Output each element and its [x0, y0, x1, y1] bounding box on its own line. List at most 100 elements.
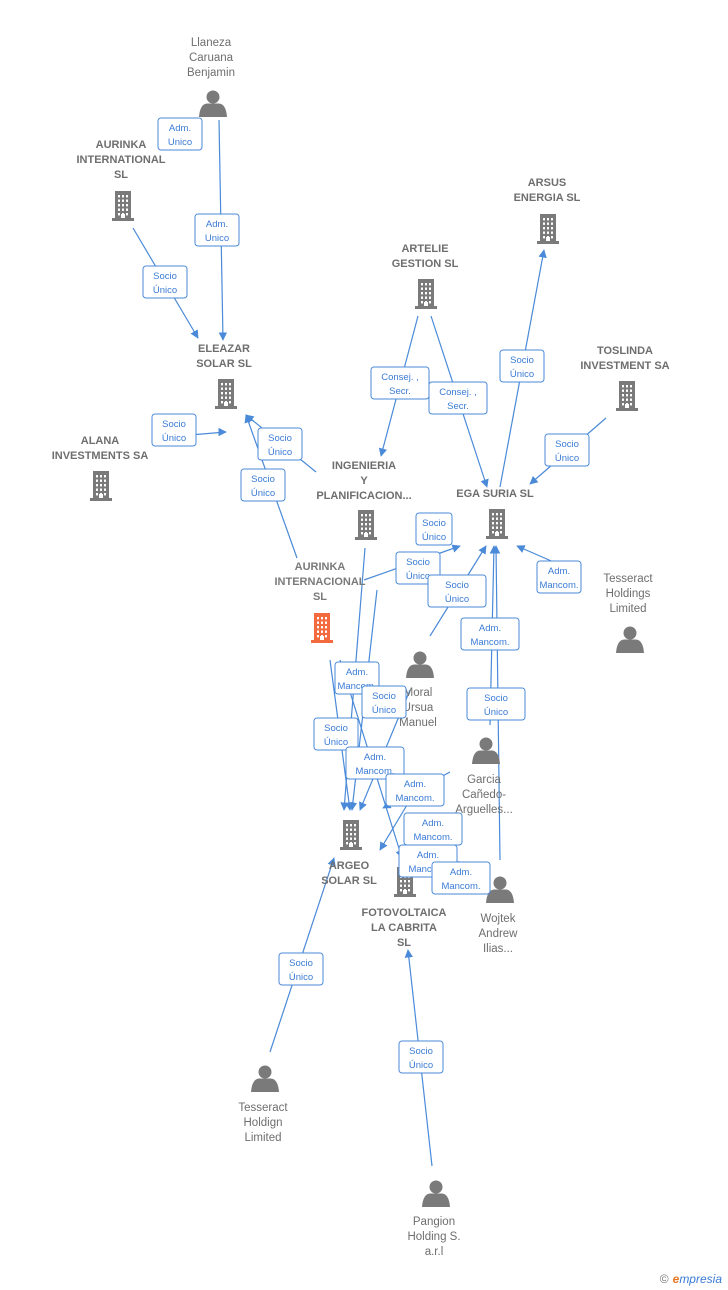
- building-icon: [486, 509, 508, 539]
- edge-label: Consej. ,Secr.: [370, 366, 430, 400]
- node-label: ALANA: [81, 435, 120, 447]
- edge-label-text: Socio: [406, 557, 430, 568]
- brand-logo-initial: e: [672, 1272, 680, 1286]
- node-wojtek[interactable]: WojtekAndrewIlias...: [479, 876, 519, 956]
- edge-label-text: Consej. ,: [439, 387, 477, 398]
- node-garcia[interactable]: GarciaCañedo-Arguelles...: [455, 737, 513, 817]
- edge-label-text: Secr.: [389, 386, 411, 397]
- edge-label-text: Adm.: [169, 123, 191, 134]
- edge-label-text: Único: [162, 433, 186, 444]
- node-label: INTERNACIONAL: [274, 576, 365, 588]
- edge-label-text: Socio: [289, 958, 313, 969]
- edge-label: Adm.Mancom.: [460, 617, 520, 651]
- edge-label-text: Único: [409, 1060, 433, 1071]
- node-label: INTERNATIONAL: [76, 154, 165, 166]
- edge-label: Adm. Mancom.: [536, 560, 582, 594]
- edge-label-text: Único: [268, 447, 292, 458]
- edge-label-text: Unico: [205, 233, 229, 244]
- node-label: Holdign: [244, 1117, 283, 1129]
- edge-label-text: Único: [289, 972, 313, 983]
- person-icon: [251, 1065, 279, 1092]
- edge-label-text: Único: [555, 453, 579, 464]
- building-icon: [415, 279, 437, 309]
- edge-label-text: Socio: [445, 580, 469, 591]
- node-label: Y: [360, 475, 368, 487]
- node-ingenieria[interactable]: INGENIERIAYPLANIFICACION...: [316, 460, 412, 540]
- node-label: Holding S.: [407, 1231, 460, 1243]
- node-ega[interactable]: EGA SURIA SL: [456, 488, 534, 539]
- building-icon: [340, 820, 362, 850]
- brand-logo-text: mpresia: [679, 1272, 722, 1286]
- node-label: LA CABRITA: [371, 922, 437, 934]
- node-label: Arguelles...: [455, 804, 513, 816]
- node-label: Wojtek: [481, 913, 516, 925]
- edge-label-text: Mancom.: [441, 881, 480, 892]
- node-label: Andrew: [479, 928, 519, 940]
- edge-label-text: Adm.: [548, 566, 570, 577]
- node-label: FOTOVOLTAICA: [362, 907, 447, 919]
- building-icon: [311, 613, 333, 643]
- edge-label: Consej. , Secr.: [428, 381, 488, 415]
- edge-label-text: Único: [153, 285, 177, 296]
- edge-label-text: Socio: [251, 474, 275, 485]
- node-label: Caruana: [189, 52, 234, 64]
- building-icon: [112, 191, 134, 221]
- edge-label-text: Mancom.: [355, 766, 394, 777]
- node-label: Garcia: [467, 774, 501, 786]
- edge-label-text: Socio: [324, 723, 348, 734]
- edge-label-text: Adm.: [450, 867, 472, 878]
- node-label: Limited: [609, 603, 646, 615]
- person-icon: [406, 651, 434, 678]
- edge-label-text: Único: [372, 705, 396, 716]
- building-icon: [355, 510, 377, 540]
- node-label: ARSUS: [528, 177, 567, 189]
- node-label: Holdings: [606, 588, 651, 600]
- edge-label-text: Único: [406, 571, 430, 582]
- edge-label-text: Secr.: [447, 401, 469, 412]
- building-icon: [90, 471, 112, 501]
- edge-label-text: Único: [510, 369, 534, 380]
- building-icon: [537, 214, 559, 244]
- node-label: SL: [313, 591, 327, 603]
- edge-label-text: Socio: [555, 439, 579, 450]
- node-label: INGENIERIA: [332, 460, 396, 472]
- node-label: EGA SURIA SL: [456, 488, 534, 500]
- relationship-edge: [379, 799, 411, 851]
- edge-label-text: Mancom.: [470, 637, 509, 648]
- edge-label-text: Adm.: [422, 818, 444, 829]
- node-label: TOSLINDA: [597, 345, 653, 357]
- copyright-notice: ©empresia: [660, 1272, 722, 1286]
- node-label: Tesseract: [238, 1102, 288, 1114]
- edge-label: Adm.Unico: [194, 213, 240, 247]
- node-label: ARTELIE: [401, 243, 448, 255]
- edge-label-text: Socio: [268, 433, 292, 444]
- edge-label-text: Adm.: [346, 667, 368, 678]
- edge-label-text: Mancom.: [539, 580, 578, 591]
- node-label: AURINKA: [96, 139, 147, 151]
- edge-label-text: Mancom.: [337, 681, 376, 692]
- edge-label-text: Socio: [484, 693, 508, 704]
- edge-label-text: Único: [251, 488, 275, 499]
